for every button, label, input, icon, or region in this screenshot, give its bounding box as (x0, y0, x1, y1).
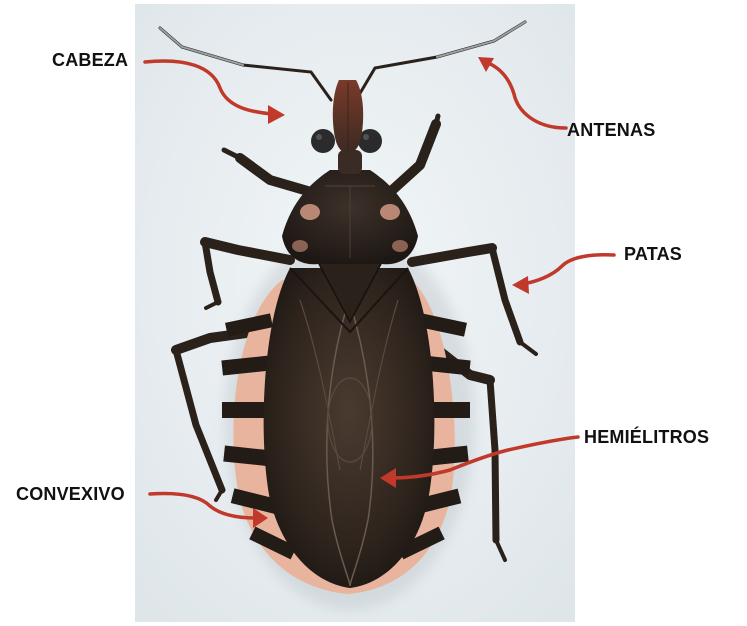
label-antennae: ANTENAS (567, 120, 655, 141)
label-legs: PATAS (624, 244, 682, 265)
label-hemelytra: HEMIÉLITROS (584, 427, 709, 448)
label-connexivum: CONVEXIVO (16, 484, 125, 505)
label-head: CABEZA (52, 50, 128, 71)
left-eye (311, 129, 335, 153)
neck (338, 150, 362, 174)
